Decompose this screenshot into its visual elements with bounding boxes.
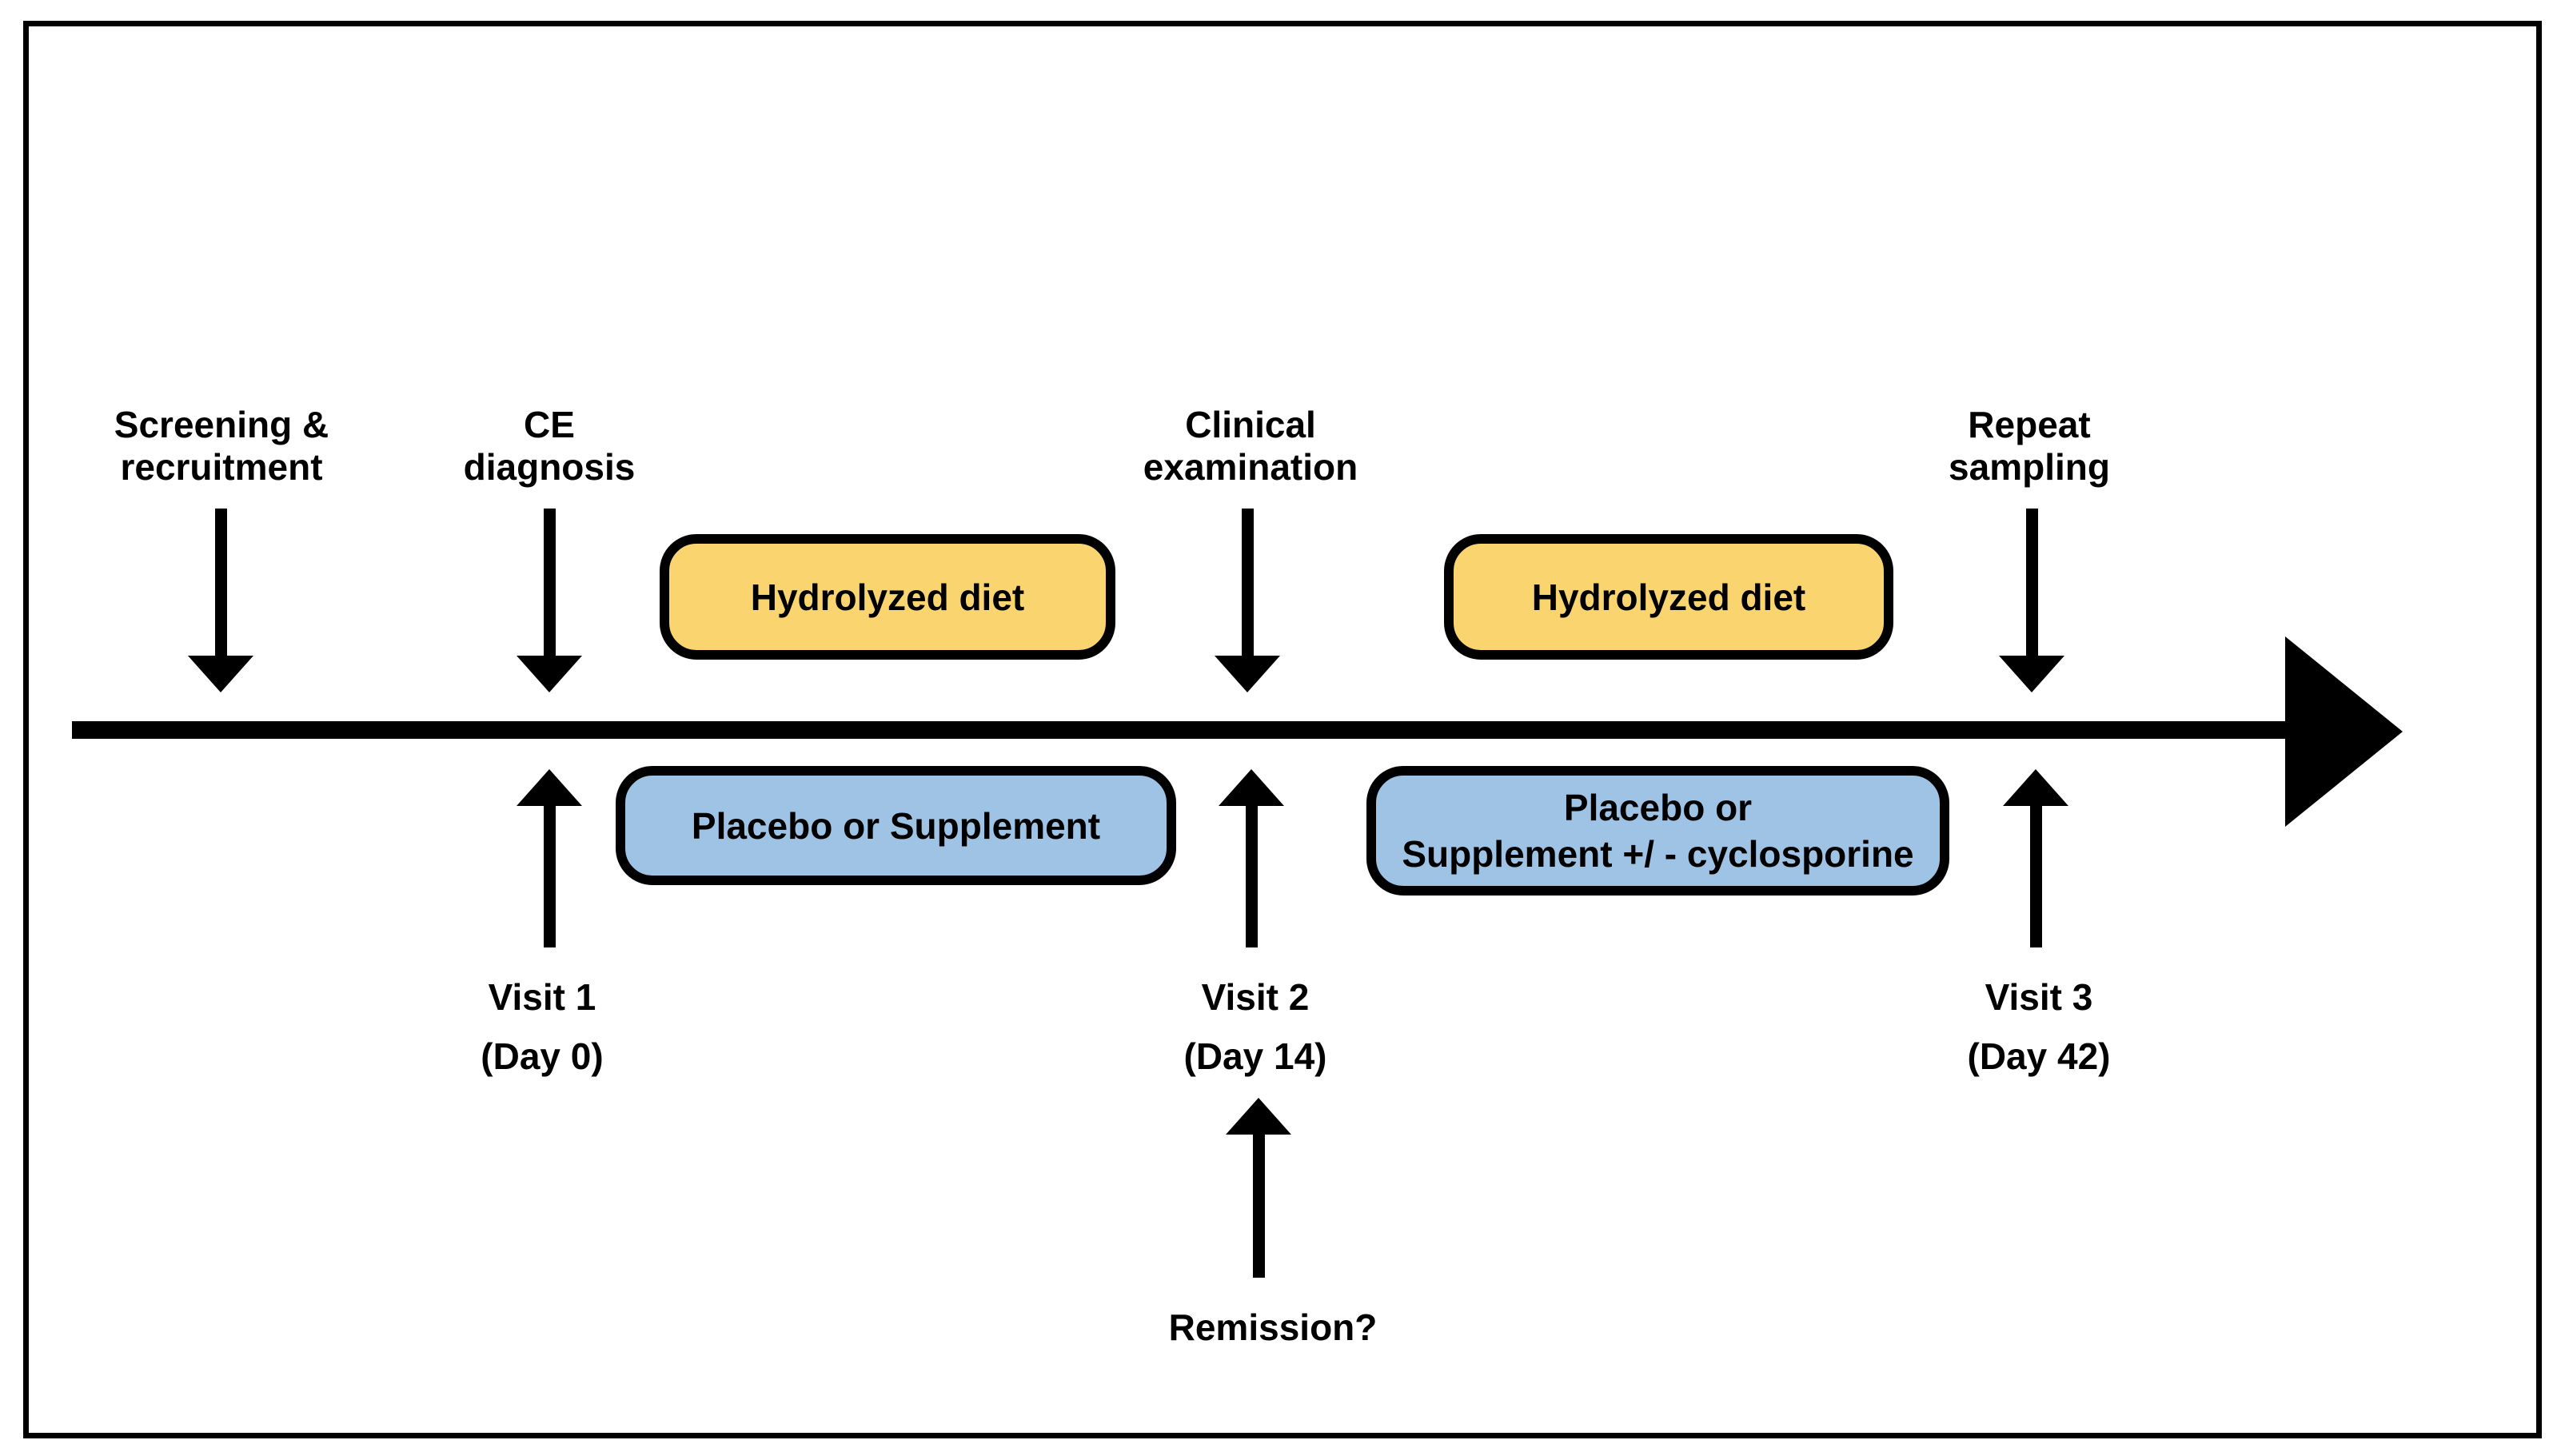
timeline-arrowhead-icon [2285, 636, 2403, 827]
arrow-shaft [1242, 509, 1254, 657]
visit-name: Visit 2 [1201, 976, 1310, 1018]
visit-name: Visit 3 [1985, 976, 2093, 1018]
event-label-line: Screening & [114, 404, 329, 445]
treatment-box-2: Placebo or Supplement +/ - cyclosporine [1366, 766, 1949, 896]
event-label-line: sampling [1949, 446, 2110, 488]
timeline-axis [72, 721, 2288, 739]
event-label-line: recruitment [120, 446, 323, 488]
treatment-box-label: Placebo or Supplement [691, 804, 1101, 847]
down-arrowhead-icon [517, 656, 582, 692]
figure-border-frame [23, 21, 2542, 1438]
down-arrowhead-icon [1215, 656, 1280, 692]
event-label-ce-diagnosis: CE diagnosis [464, 404, 636, 489]
arrow-shaft [544, 804, 556, 947]
up-arrowhead-icon [2003, 769, 2068, 806]
event-label-repeat-sampling: Repeat sampling [1949, 404, 2110, 489]
diet-box-label: Hydrolyzed diet [1531, 576, 1806, 618]
event-label-line: Clinical [1185, 404, 1316, 445]
down-arrowhead-icon [1999, 656, 2064, 692]
up-arrowhead-icon [1219, 769, 1284, 806]
diet-box-label: Hydrolyzed diet [750, 576, 1025, 618]
visit-day: (Day 42) [1967, 1035, 2111, 1077]
arrow-shaft [2026, 509, 2038, 657]
visit-day: (Day 0) [481, 1035, 604, 1077]
up-arrowhead-icon [517, 769, 582, 806]
arrow-shaft [2030, 804, 2042, 947]
treatment-box-1: Placebo or Supplement [616, 766, 1176, 885]
up-arrowhead-icon [1226, 1098, 1291, 1135]
visit-label-1: Visit 1 (Day 0) [481, 967, 603, 1086]
event-label-line: CE [524, 404, 575, 445]
down-arrowhead-icon [188, 656, 253, 692]
arrow-shaft [1253, 1133, 1265, 1278]
treatment-box-label: Placebo or [1563, 787, 1753, 828]
diet-box-1: Hydrolyzed diet [660, 534, 1115, 660]
event-label-screening: Screening & recruitment [114, 404, 329, 489]
arrow-shaft [1246, 804, 1258, 947]
visit-name: Visit 1 [488, 976, 596, 1018]
event-label-line: Repeat [1968, 404, 2091, 445]
event-label-line: examination [1143, 446, 1358, 488]
arrow-shaft [544, 509, 556, 657]
diet-box-2: Hydrolyzed diet [1444, 534, 1893, 660]
remission-label: Remission? [1169, 1306, 1378, 1349]
event-label-line: diagnosis [463, 446, 636, 488]
event-label-clinical-examination: Clinical examination [1143, 404, 1358, 489]
remission-text: Remission? [1168, 1306, 1378, 1348]
treatment-box-label: Supplement +/ - cyclosporine [1402, 833, 1914, 875]
arrow-shaft [215, 509, 227, 657]
visit-day: (Day 14) [1183, 1035, 1327, 1077]
visit-label-3: Visit 3 (Day 42) [1968, 967, 2111, 1086]
visit-label-2: Visit 2 (Day 14) [1184, 967, 1327, 1086]
